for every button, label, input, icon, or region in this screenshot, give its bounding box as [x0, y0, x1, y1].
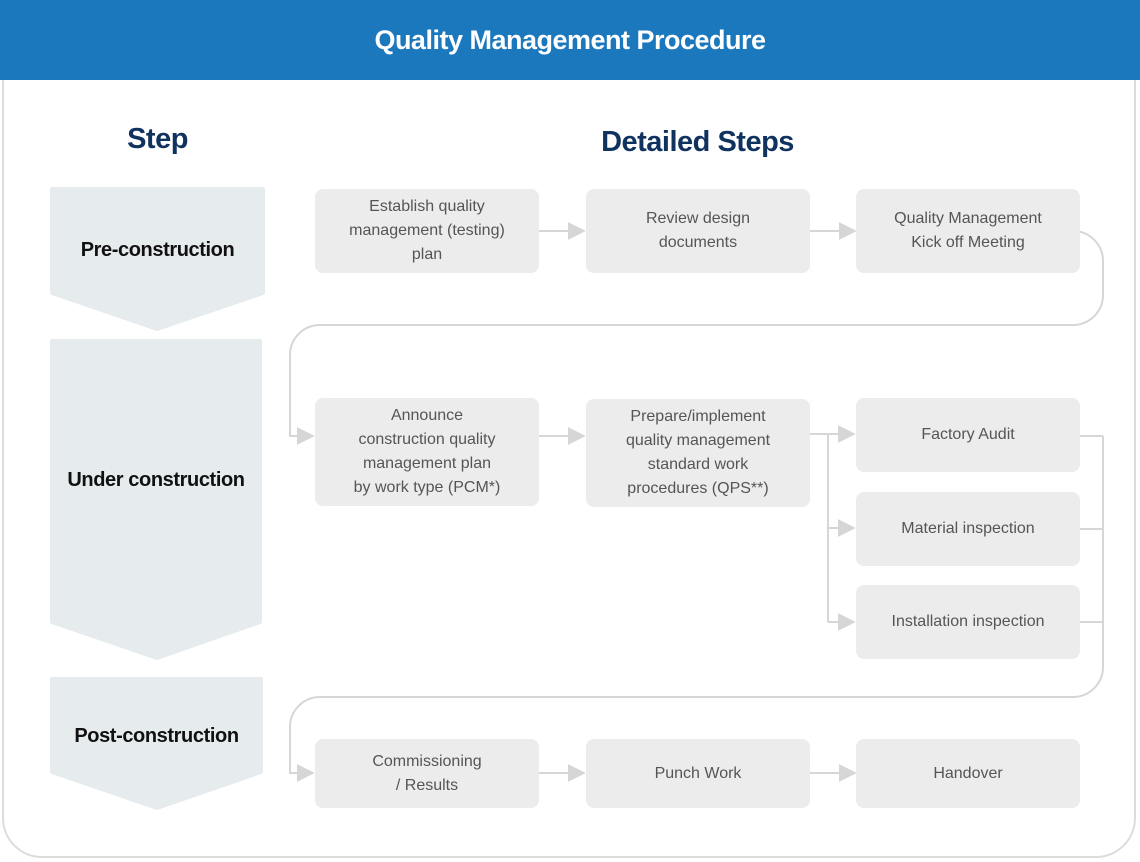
stage-label-under-construction: Under construction: [67, 468, 245, 491]
step-establish-quality-plan: Establish quality management (testing) pla…: [315, 189, 539, 273]
step-text-line: Punch Work: [654, 764, 742, 782]
step-text-line: Kick off Meeting: [911, 234, 1025, 251]
step-installation-inspection: Installation inspection: [856, 585, 1080, 659]
step-text-line: documents: [658, 234, 738, 251]
stage-label-post-construction: Post-construction: [74, 724, 239, 747]
step-text-line: Establish quality: [369, 198, 485, 215]
detailed-steps-heading: Detailed Steps: [601, 126, 794, 158]
step-text-line: Prepare/implement: [630, 408, 766, 425]
connector-row2-to-row3: [289, 436, 1104, 782]
step-column-heading: Step: [127, 123, 188, 155]
step-material-inspection: Material inspection: [856, 492, 1080, 566]
step-text-line: Quality Management: [894, 210, 1042, 227]
step-handover: Handover: [856, 739, 1080, 808]
step-announce-quality-plan: Announce construction quality management p…: [315, 398, 539, 506]
step-text-line: management (testing): [349, 222, 505, 239]
step-text-line: procedures (QPS**): [627, 480, 769, 497]
step-text-line: quality management: [625, 432, 771, 449]
step-text-line: construction quality: [358, 431, 496, 448]
step-factory-audit: Factory Audit: [856, 398, 1080, 472]
page-title: Quality Management Procedure: [374, 24, 766, 55]
step-prepare-implement-qps: Prepare/implement quality management stand…: [586, 399, 810, 507]
stage-label-pre-construction: Pre-construction: [80, 238, 235, 261]
step-text-line: Factory Audit: [921, 426, 1015, 443]
stage-chevron-under-construction: [50, 339, 262, 660]
step-commissioning-results: Commissioning / Results: [315, 739, 539, 808]
step-text-line: Handover: [933, 764, 1003, 782]
step-punch-work: Punch Work: [586, 739, 810, 808]
step-text-line: Announce: [390, 407, 464, 424]
title-banner: Quality Management Procedure: [0, 0, 1140, 80]
step-text-line: / Results: [395, 776, 459, 794]
connector-row1-to-row2: [289, 230, 1104, 445]
stage-chevron-post-construction: [50, 677, 263, 810]
step-text-line: by work type (PCM*): [353, 479, 501, 496]
step-text-line: Installation inspection: [891, 613, 1045, 630]
stage-chevron-pre-construction: [50, 187, 265, 331]
step-text-line: Material inspection: [901, 520, 1035, 537]
step-review-design-documents: Review design documents: [586, 189, 810, 273]
step-text-line: Commissioning: [372, 752, 482, 770]
step-text-line: plan: [411, 246, 443, 263]
step-text-line: standard work: [647, 456, 749, 473]
step-text-line: management plan: [362, 455, 492, 472]
step-text-line: Review design: [645, 210, 751, 227]
